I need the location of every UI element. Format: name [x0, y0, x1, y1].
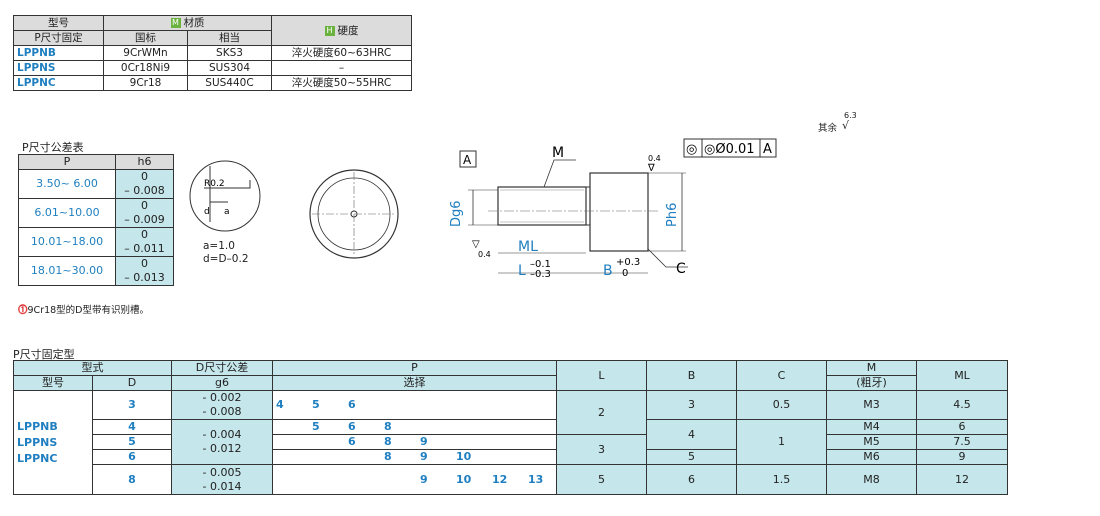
- svg-text:L: L: [518, 263, 526, 279]
- svg-text:0: 0: [622, 268, 628, 279]
- svg-text:A: A: [763, 142, 772, 157]
- svg-text:B: B: [603, 263, 613, 279]
- svg-text:∇: ∇: [647, 163, 655, 174]
- other-roughness: 其余 6.3 √: [818, 111, 857, 134]
- roughness-icon: √: [842, 119, 850, 132]
- groove-detail-drawing: R0.2 d a: [189, 160, 261, 232]
- table-row: LPPNB 9CrWMn SKS3 淬火硬度60~63HRC: [13, 45, 412, 61]
- note: ⓵9Cr18型的D型带有识别槽。: [18, 305, 150, 316]
- warning-icon: ⓵: [18, 305, 28, 316]
- p-tolerance-title: P尺寸公差表: [22, 141, 84, 154]
- svg-text:0.4: 0.4: [478, 250, 491, 259]
- svg-text:Dg6: Dg6: [449, 200, 464, 227]
- svg-text:0.4: 0.4: [648, 154, 661, 163]
- svg-text:+0.3: +0.3: [616, 257, 640, 268]
- svg-text:–0.3: –0.3: [530, 269, 551, 280]
- table-row: LPPNC 9Cr18 SUS440C 淬火硬度50~55HRC: [13, 75, 412, 91]
- a-label: a: [224, 207, 230, 217]
- svg-text:◎Ø0.01: ◎Ø0.01: [704, 142, 755, 157]
- header-equiv: 相当: [187, 30, 272, 46]
- svg-text:–0.1: –0.1: [530, 259, 551, 270]
- table-row: LPPNS 0Cr18Ni9 SUS304 –: [13, 60, 412, 76]
- concentricity-icon: ◎: [686, 142, 697, 157]
- header-p-fixed: P尺寸固定: [13, 30, 104, 46]
- svg-text:R0.2: R0.2: [204, 179, 225, 189]
- svg-text:C: C: [676, 261, 686, 277]
- svg-text:Ph6: Ph6: [665, 203, 680, 227]
- main-spec-table: 型式 D尺寸公差 P L B C M ML 型号 D g6 选择 (粗牙) LP…: [13, 360, 1008, 495]
- end-view-drawing: [309, 169, 399, 259]
- header-model: 型号: [13, 15, 104, 31]
- svg-text:▽: ▽: [472, 239, 480, 250]
- side-view-drawing: A M Dg6 Ph6 ◎ ◎Ø0.01 A 0.4 ∇ 0.4 ▽ ML L …: [449, 138, 777, 280]
- svg-text:ML: ML: [518, 239, 538, 255]
- material-badge-icon: M: [170, 18, 181, 28]
- svg-text:M: M: [552, 145, 564, 161]
- header-gb: 国标: [103, 30, 188, 46]
- hardness-badge-icon: H: [324, 25, 335, 36]
- main-table-title: P尺寸固定型: [13, 348, 75, 361]
- d-label: d: [204, 207, 210, 217]
- svg-text:A: A: [463, 153, 472, 167]
